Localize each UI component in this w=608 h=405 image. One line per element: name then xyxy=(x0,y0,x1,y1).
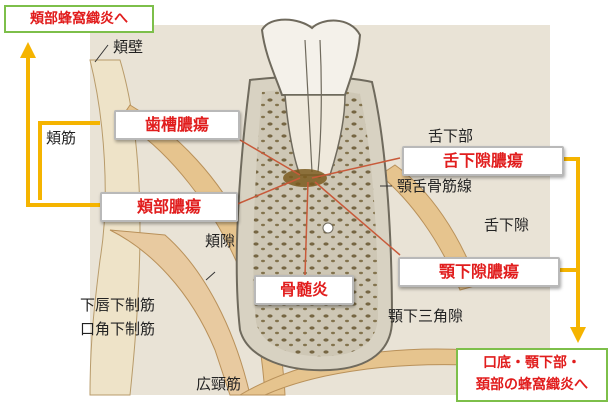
alveolar-abscess-tag: 歯槽膿瘍 xyxy=(114,110,240,140)
floor-cellulitis-note: 口底・顎下部・ 頚部の蜂窩織炎へ xyxy=(456,348,608,402)
periapical-lesion xyxy=(283,169,327,187)
floor-cellulitis-line-1: 口底・顎下部・ xyxy=(458,352,606,374)
sublingual-abscess-tag: 舌下隙膿瘍 xyxy=(402,146,564,176)
submandibular-triangle-label: 顎下三角隙 xyxy=(388,307,463,325)
depressor-labii-label: 下唇下制筋 xyxy=(80,296,155,314)
platysma-label: 広頸筋 xyxy=(196,375,241,393)
depressor-anguli-label: 口角下制筋 xyxy=(80,320,155,338)
marrow-focus xyxy=(323,223,333,233)
buccal-space-label: 頬隙 xyxy=(205,232,235,250)
osteomyelitis-tag: 骨髄炎 xyxy=(254,275,354,305)
mylohyoid-line-label: 顎舌骨筋線 xyxy=(397,177,472,195)
cheek-wall-label: 頬壁 xyxy=(113,38,143,56)
cheek-cellulitis-note: 頬部蜂窩織炎へ xyxy=(4,5,154,33)
submandibular-abscess-tag: 顎下隙膿瘍 xyxy=(398,257,560,287)
buccal-abscess-tag: 頬部膿瘍 xyxy=(100,192,238,222)
sublingual-space-label: 舌下隙 xyxy=(484,216,529,234)
floor-cellulitis-line-2: 頚部の蜂窩織炎へ xyxy=(458,374,606,396)
buccinator-label: 頬筋 xyxy=(46,129,76,147)
sublingual-region-label: 舌下部 xyxy=(428,127,473,145)
